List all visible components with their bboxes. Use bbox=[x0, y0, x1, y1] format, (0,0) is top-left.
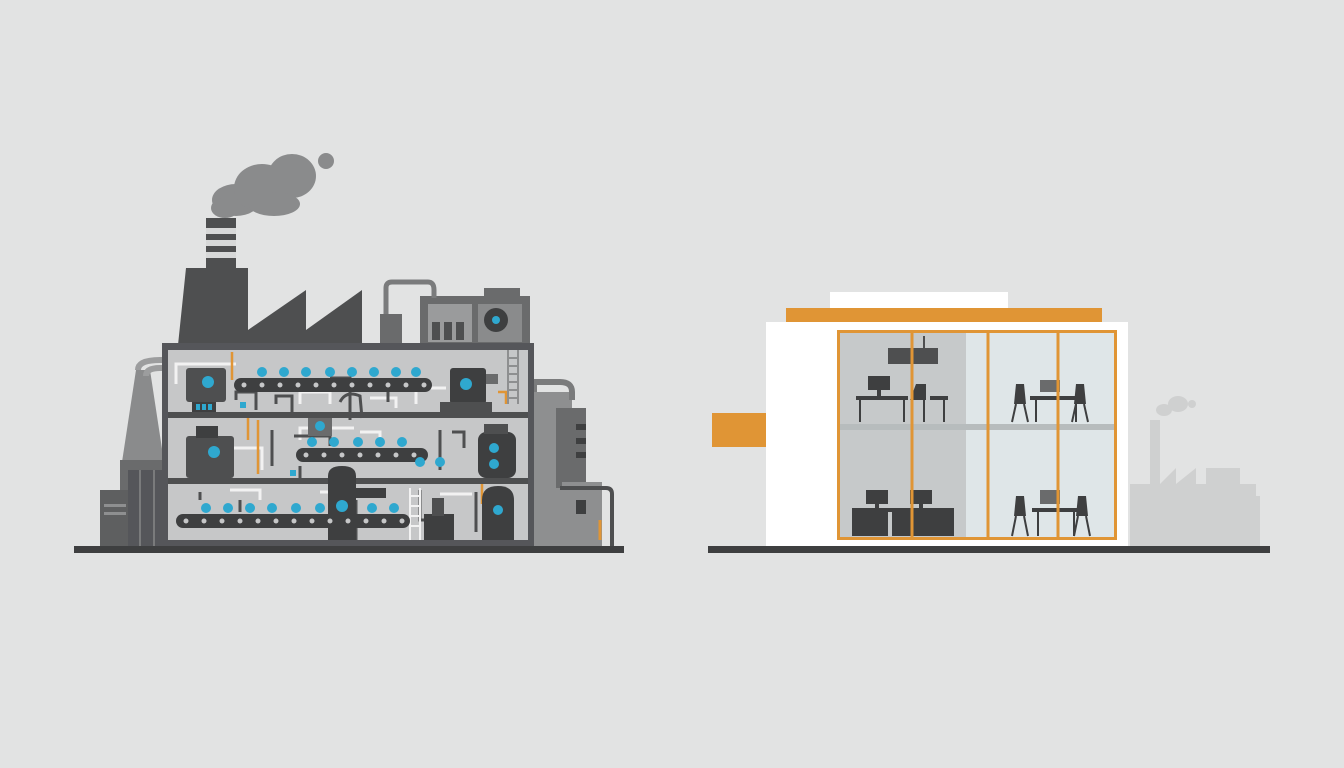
workstation bbox=[852, 490, 954, 536]
back-tower-left bbox=[122, 370, 164, 462]
ladder bbox=[409, 350, 519, 540]
office-building bbox=[766, 292, 1128, 546]
machine bbox=[478, 424, 516, 478]
faded-factory-silhouette bbox=[1130, 396, 1260, 546]
factory-ground bbox=[74, 546, 624, 553]
factory-cutaway-interior bbox=[162, 343, 534, 546]
office-window-frame bbox=[837, 330, 1117, 540]
workstation bbox=[856, 376, 948, 422]
office-cutaway-interior bbox=[840, 332, 1114, 538]
machine bbox=[482, 486, 514, 540]
office-roof-accent bbox=[786, 308, 1102, 322]
conveyor-belt bbox=[176, 503, 410, 528]
conveyor-belt bbox=[296, 437, 445, 467]
smoke-cloud-icon bbox=[211, 153, 334, 218]
machine bbox=[308, 418, 332, 436]
meeting-table bbox=[1011, 490, 1091, 537]
machine bbox=[424, 498, 454, 540]
machine bbox=[186, 426, 234, 478]
machine bbox=[440, 368, 498, 412]
conveyor-belt bbox=[234, 367, 432, 392]
side-tower-right bbox=[556, 408, 586, 488]
office-ground bbox=[708, 546, 1270, 553]
factory-illustration bbox=[74, 153, 624, 553]
meeting-table bbox=[1011, 380, 1089, 423]
factory-roof bbox=[178, 268, 362, 345]
